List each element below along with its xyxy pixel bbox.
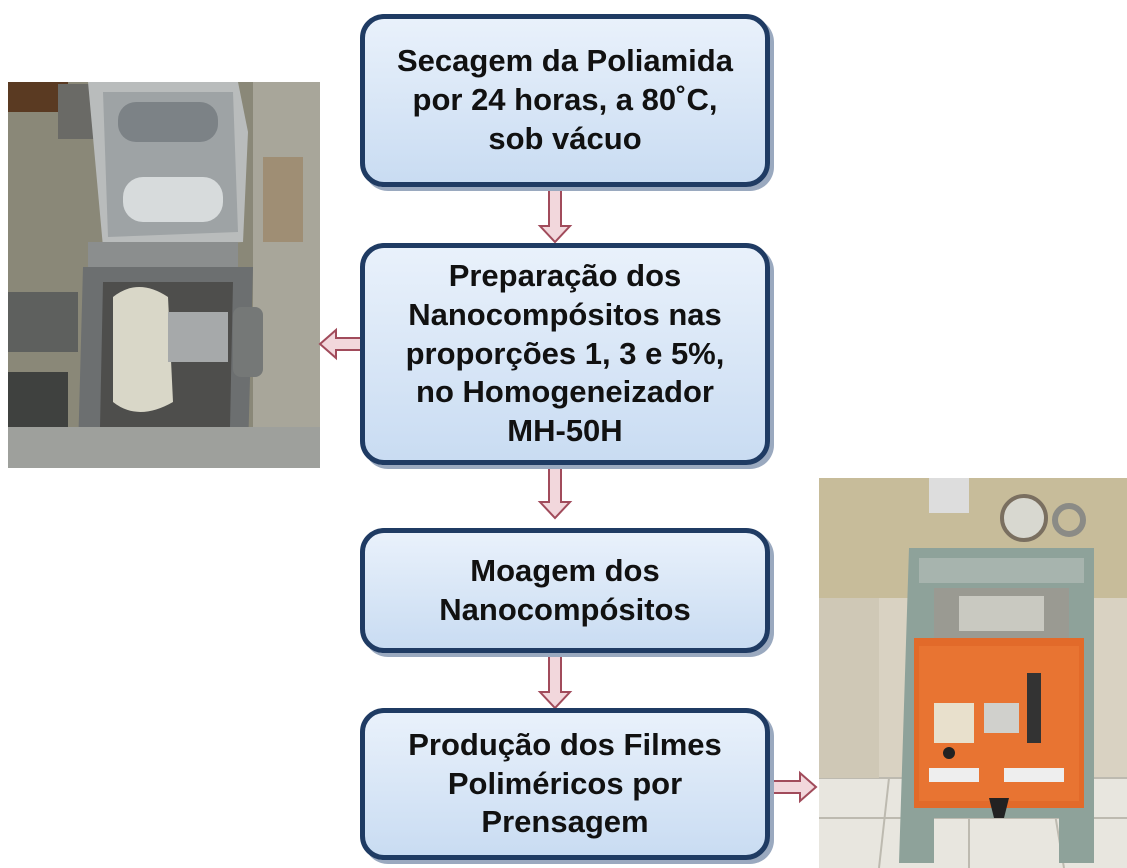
arrow-left: [318, 327, 363, 361]
step-film-production-box: Produção dos Filmes Poliméricos por Pren…: [360, 708, 770, 860]
step-film-production-text: Produção dos Filmes Poliméricos por Pren…: [408, 726, 722, 840]
arrow-down-3: [537, 655, 573, 710]
press-machine-photo: [819, 478, 1127, 868]
step-grinding-text: Moagem dos Nanocompósitos: [439, 552, 691, 627]
step-grinding-box: Moagem dos Nanocompósitos: [360, 528, 770, 653]
arrow-down-2: [537, 465, 573, 520]
step-drying-box: Secagem da Poliamida por 24 horas, a 80˚…: [360, 14, 770, 187]
arrow-down-1: [537, 189, 573, 244]
step-preparation-text: Preparação dos Nanocompósitos nas propor…: [405, 258, 725, 449]
step-drying-text: Secagem da Poliamida por 24 horas, a 80˚…: [397, 43, 733, 156]
homogenizer-photo: [8, 82, 320, 468]
arrow-right: [772, 770, 818, 804]
step-preparation-box: Preparação dos Nanocompósitos nas propor…: [360, 243, 770, 465]
